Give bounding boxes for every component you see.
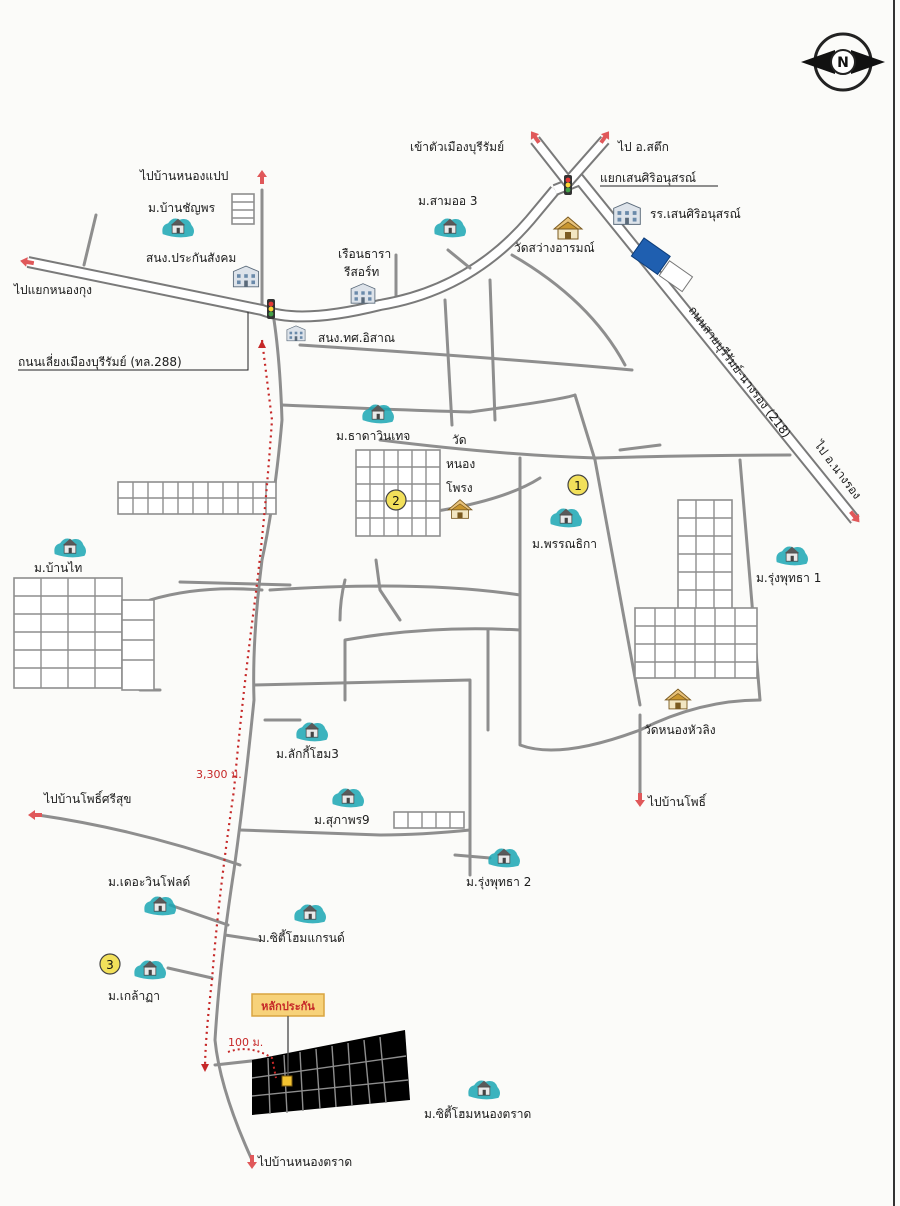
label-sam-oo: ม.สามออ 3 — [418, 194, 478, 208]
arrow-south-icon — [247, 1155, 257, 1169]
house-icon — [293, 904, 327, 924]
label-wat-nong-phrong-2: หนอง — [446, 457, 475, 471]
label-suphaphon: ม.สุภาพร9 — [314, 813, 370, 828]
highways — [26, 136, 860, 524]
label-wat-nong-hua-ling: วัดหนองหัวลิง — [644, 723, 716, 737]
label-wat-sawang: วัดสว่างอารมณ์ — [514, 241, 595, 255]
compass-letter: N — [837, 55, 849, 71]
label-sen-school: รร.เสนศิริอนุสรณ์ — [650, 207, 741, 222]
marker-3: 3 — [99, 953, 121, 975]
label-rung-puttha-2: ม.รุ่งพุทธา 2 — [466, 875, 531, 890]
house-icon — [133, 960, 167, 980]
resort-icon — [350, 283, 376, 304]
label-distance-3300: 3,300 ม. — [196, 768, 242, 781]
house-icon — [331, 788, 365, 808]
label-city-home-nong-tarat: ม.ซิตี้โฮมหนองตราด — [424, 1105, 531, 1121]
label-distance-100: 100 ม. — [228, 1036, 263, 1049]
label-wat-nong-phrong-3: โพรง — [446, 481, 473, 495]
label-lucky-home: ม.ลักกี้โฮม3 — [276, 745, 339, 761]
distance-arrow-icon — [258, 340, 266, 348]
svg-text:1: 1 — [574, 479, 582, 493]
traffic-light-icon — [564, 175, 572, 195]
building-icon — [232, 265, 260, 288]
house-icon — [143, 896, 177, 916]
label-highway-218: ถนนสายบุรีรัมย์-นางรอง (218) — [685, 303, 794, 441]
distance-arrow-icon — [201, 1064, 209, 1072]
label-klatha: ม.เกล้าฏา — [108, 989, 160, 1003]
marker-2: 2 — [385, 489, 407, 511]
compass-icon: N — [801, 32, 885, 92]
traffic-light-icon — [267, 299, 275, 319]
arrow-north-icon — [257, 170, 267, 184]
marker-1: 1 — [567, 474, 589, 496]
house-icon — [53, 538, 87, 558]
label-to-pho-si-suk: ไปบ้านโพธิ์ศรีสุข — [43, 790, 131, 807]
house-icon — [467, 1080, 501, 1100]
label-thara-win: ม.ธาดาวินเทจ — [336, 429, 410, 443]
bank-sign — [630, 237, 694, 293]
label-city-home-grand: ม.ซิตี้โฮมแกรนด์ — [258, 929, 345, 945]
label-to-satuek: ไป อ.สตึก — [617, 140, 669, 154]
house-icon — [775, 546, 809, 566]
house-icon — [295, 722, 329, 742]
collateral-marker: หลักประกัน — [251, 993, 325, 1087]
collateral-label: หลักประกัน — [261, 1000, 315, 1013]
minor-roads — [36, 188, 792, 1162]
house-icon — [549, 508, 583, 528]
school-icon — [613, 202, 641, 225]
house-icon — [433, 218, 467, 238]
label-the-win-field: ม.เดอะวินโฟลด์ — [108, 875, 190, 889]
temple-icon — [553, 216, 583, 240]
temple-icon — [447, 499, 473, 519]
label-to-nong-tarat: ไปบ้านหนองตราด — [257, 1155, 352, 1169]
house-icon — [487, 848, 521, 868]
label-junction: แยกเสนศิริอนุสรณ์ — [600, 171, 696, 186]
distance-route-3300 — [203, 339, 274, 1071]
house-icon — [161, 218, 195, 238]
label-ruen-thara: เรือนธารา — [338, 247, 391, 261]
bypass-callout — [18, 312, 249, 371]
label-to-nong-kung: ไปแยกหนองกุง — [13, 283, 92, 298]
label-to-city: เข้าตัวเมืองบุรีรัมย์ — [410, 140, 504, 155]
label-bypass-road: ถนนเลี่ยงเมืองบุรีรัมย์ (ทล.288) — [18, 353, 182, 370]
label-resort: รีสอร์ท — [343, 265, 379, 279]
label-sso: สนง.ประกันสังคม — [146, 251, 236, 265]
subdivision-grids — [13, 193, 758, 1115]
svg-text:3: 3 — [106, 958, 114, 972]
label-phonthika: ม.พรรณธิกา — [532, 537, 597, 551]
office-icon — [286, 325, 306, 342]
distance-route-100 — [227, 1048, 277, 1079]
label-tot-office: สนง.ทศ.อิสาณ — [318, 331, 395, 345]
label-to-nong-paep: ไปบ้านหนองแปป — [139, 169, 228, 183]
label-wat-nong-phrong-1: วัด — [452, 433, 467, 447]
label-rung-puttha-1: ม.รุ่งพุทธา 1 — [756, 571, 821, 586]
svg-text:2: 2 — [392, 494, 400, 508]
arrow-south-icon — [635, 793, 645, 807]
arrow-west-icon — [28, 810, 42, 820]
label-to-ban-pho: ไปบ้านโพธิ์ — [647, 793, 708, 809]
label-ban-thai: ม.บ้านไท — [34, 561, 82, 575]
label-ban-chan-phon: ม.บ้านชัญพร — [148, 201, 216, 215]
temple-icon — [664, 688, 692, 710]
